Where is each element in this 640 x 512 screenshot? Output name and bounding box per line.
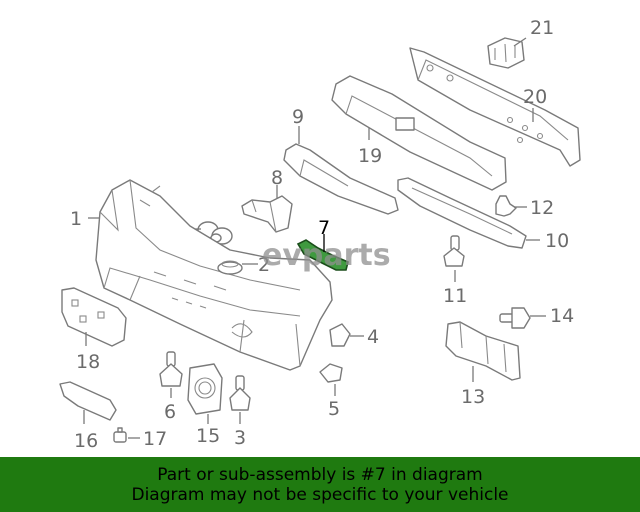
part-4-bracket[interactable] <box>329 323 351 347</box>
callout-8: 8 <box>271 167 283 189</box>
callout-16: 16 <box>74 430 98 452</box>
callout-17: 17 <box>143 428 167 450</box>
callout-6: 6 <box>164 401 176 423</box>
banner-line-2: Diagram may not be specific to your vehi… <box>131 484 509 505</box>
part-17-clip[interactable] <box>113 427 127 443</box>
callout-3: 3 <box>234 427 246 449</box>
part-7-bracket-highlighted[interactable] <box>296 239 349 271</box>
callout-15: 15 <box>196 425 220 447</box>
part-10-lower-absorber[interactable] <box>397 177 527 249</box>
part-6-bolt[interactable] <box>159 351 183 387</box>
part-16-molding[interactable] <box>59 381 117 421</box>
callout-13: 13 <box>461 386 485 408</box>
part-1-bumper-cover[interactable] <box>95 179 333 371</box>
callout-14: 14 <box>550 305 574 327</box>
callout-9: 9 <box>292 106 304 128</box>
info-banner: Part or sub-assembly is #7 in diagram Di… <box>0 457 640 512</box>
callout-2: 2 <box>258 254 270 276</box>
callout-11: 11 <box>443 285 467 307</box>
part-19-absorber[interactable] <box>331 75 507 191</box>
banner-line-1: Part or sub-assembly is #7 in diagram <box>157 464 483 485</box>
callout-4: 4 <box>367 326 379 348</box>
part-2-clip[interactable] <box>217 260 243 275</box>
part-5-bracket[interactable] <box>319 363 343 383</box>
part-13-lower-cover[interactable] <box>445 321 521 381</box>
part-12-clip[interactable] <box>495 195 517 217</box>
callout-12: 12 <box>530 197 554 219</box>
part-3-bolt[interactable] <box>229 375 251 411</box>
part-11-bolt[interactable] <box>443 235 465 267</box>
part-9-upper-support[interactable] <box>283 143 399 215</box>
callout-21: 21 <box>530 17 554 39</box>
part-14-bolt[interactable] <box>499 307 531 329</box>
callout-1: 1 <box>70 208 82 230</box>
callout-7: 7 <box>318 217 330 239</box>
callout-19: 19 <box>358 145 382 167</box>
callout-20: 20 <box>523 86 547 108</box>
part-8-bracket[interactable] <box>241 195 293 233</box>
part-15-lamp-bezel[interactable] <box>187 363 223 415</box>
callout-18: 18 <box>76 351 100 373</box>
callout-10: 10 <box>545 230 569 252</box>
watermark-logo: evparts <box>262 238 391 273</box>
callout-5: 5 <box>328 398 340 420</box>
part-20-reinforcement[interactable] <box>409 47 581 167</box>
parts-diagram: 20 21 19 9 12 10 8 2 <box>59 17 581 452</box>
part-18-license-bracket[interactable] <box>61 287 127 347</box>
